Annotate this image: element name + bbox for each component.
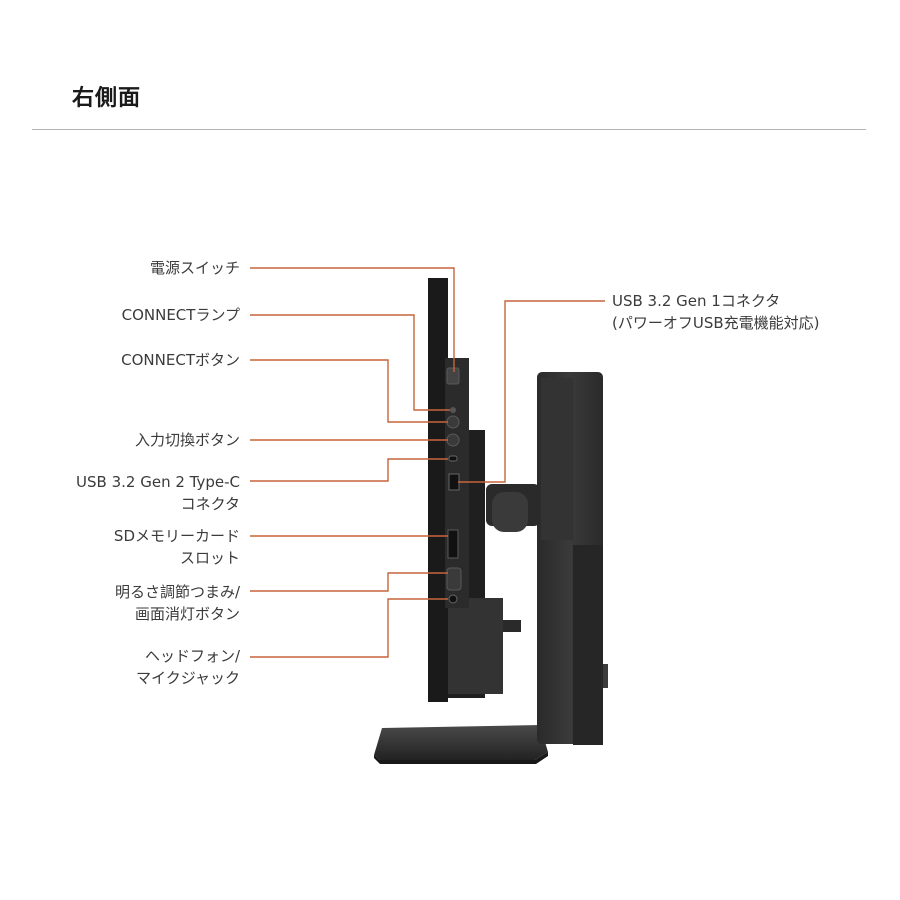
label-sd-slot: SDメモリーカード スロット bbox=[113, 527, 240, 567]
stand-post bbox=[537, 372, 608, 745]
page-title: 右側面 bbox=[72, 86, 142, 111]
leader-connect-button bbox=[250, 359, 448, 423]
stand-base bbox=[374, 725, 548, 764]
connect-lamp-icon bbox=[450, 407, 456, 413]
label-headphone-jack: ヘッドフォン/ マイクジャック bbox=[136, 647, 240, 687]
usb-c-port-icon bbox=[448, 455, 458, 462]
connect-button-icon bbox=[446, 415, 460, 429]
hinge-arm bbox=[486, 484, 540, 532]
leader-brightness bbox=[250, 572, 448, 592]
leader-connect-lamp bbox=[250, 314, 450, 411]
input-button-icon bbox=[446, 433, 460, 447]
leader-headphone bbox=[250, 598, 448, 658]
leader-lines bbox=[250, 267, 605, 658]
label-usb-c-gen2: USB 3.2 Gen 2 Type-C コネクタ bbox=[76, 473, 240, 513]
leader-usb-c bbox=[250, 458, 448, 482]
label-brightness-knob: 明るさ調節つまみ/ 画面消灯ボタン bbox=[114, 583, 240, 623]
leader-usb-gen1 bbox=[458, 300, 605, 483]
label-power-switch: 電源スイッチ bbox=[149, 259, 240, 277]
headphone-jack-icon bbox=[448, 594, 458, 604]
label-usb-gen1: USB 3.2 Gen 1コネクタ (パワーオフUSB充電機能対応) bbox=[612, 292, 820, 332]
title-divider bbox=[32, 129, 866, 130]
sd-slot-icon bbox=[447, 529, 459, 559]
label-input-button: 入力切換ボタン bbox=[134, 431, 240, 449]
brightness-knob-icon bbox=[446, 567, 462, 591]
label-connect-button: CONNECTボタン bbox=[121, 351, 240, 369]
leader-power-switch bbox=[250, 267, 455, 372]
usb-a-port-icon bbox=[448, 473, 460, 491]
power-switch-icon bbox=[446, 367, 460, 385]
label-connect-lamp: CONNECTランプ bbox=[121, 306, 240, 324]
